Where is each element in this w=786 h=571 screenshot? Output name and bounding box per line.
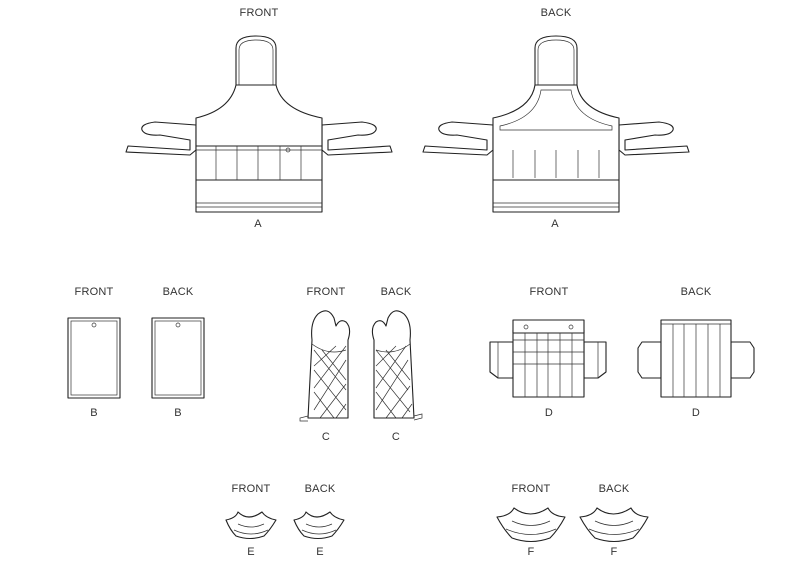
apron-back-drawing: [422, 35, 690, 213]
bowl-cozy-large-back-drawing: [579, 507, 649, 543]
view-letter-a-back: A: [551, 218, 559, 230]
towel-back-heading: BACK: [162, 286, 194, 298]
bowl-f-front-heading: FRONT: [511, 483, 551, 495]
view-letter-e-front: E: [247, 546, 255, 558]
mitt-front-heading: FRONT: [306, 286, 346, 298]
view-letter-b-back: B: [174, 407, 182, 419]
apron-front-drawing: [125, 35, 393, 213]
view-letter-e-back: E: [316, 546, 324, 558]
bowl-cozy-small-back-drawing: [293, 511, 345, 540]
bowl-cozy-large-front-drawing: [496, 507, 566, 543]
bowl-e-front-heading: FRONT: [231, 483, 271, 495]
view-letter-c-back: C: [391, 431, 401, 443]
view-letter-a-front: A: [254, 218, 262, 230]
bowl-cozy-small-front-drawing: [225, 511, 277, 540]
towel-back-drawing: [151, 317, 205, 399]
bowl-e-back-heading: BACK: [304, 483, 336, 495]
apron-back-heading: BACK: [540, 7, 572, 19]
view-letter-c-front: C: [321, 431, 331, 443]
roll-front-drawing: [489, 319, 607, 398]
view-letter-f-front: F: [527, 546, 535, 558]
roll-back-heading: BACK: [680, 286, 712, 298]
roll-back-drawing: [637, 319, 755, 398]
apron-front-heading: FRONT: [239, 7, 279, 19]
towel-front-heading: FRONT: [74, 286, 114, 298]
view-letter-b-front: B: [90, 407, 98, 419]
mitt-back-drawing: [371, 310, 423, 421]
view-letter-d-back: D: [691, 407, 701, 419]
mitt-front-drawing: [299, 310, 351, 422]
mitt-back-heading: BACK: [380, 286, 412, 298]
view-letter-f-back: F: [610, 546, 618, 558]
towel-front-drawing: [67, 317, 121, 399]
bowl-f-back-heading: BACK: [598, 483, 630, 495]
roll-front-heading: FRONT: [529, 286, 569, 298]
view-letter-d-front: D: [544, 407, 554, 419]
